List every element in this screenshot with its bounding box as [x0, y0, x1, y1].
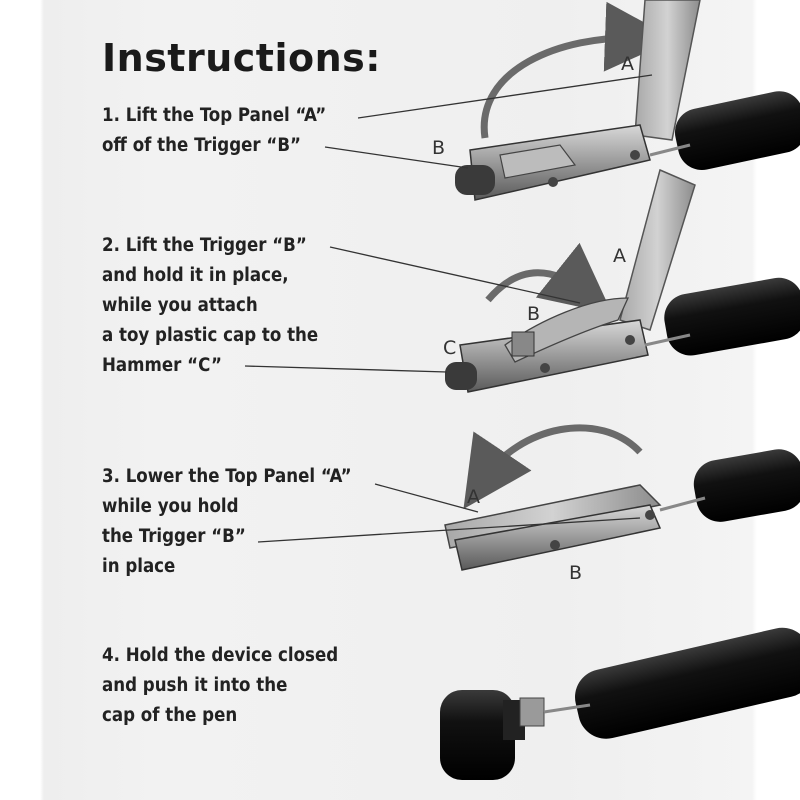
lift-arrow — [485, 242, 613, 314]
label-a: A — [621, 53, 634, 75]
step-2-line: a toy plastic cap to the — [102, 325, 319, 346]
label-a: A — [613, 245, 626, 267]
clip-device — [445, 297, 691, 393]
leader-line — [329, 246, 581, 304]
step-4-line: 4. Hold the device closed — [102, 645, 339, 666]
trigger-b — [504, 297, 630, 363]
step-2-illustration: A B C — [244, 168, 800, 393]
step-4-illustration — [440, 627, 800, 780]
pen-body — [575, 627, 800, 739]
pen-cap — [440, 690, 545, 780]
clip-device — [455, 124, 691, 201]
leader-line — [324, 146, 469, 169]
label-c: C — [443, 337, 456, 359]
step-1-illustration: A B — [324, 0, 800, 201]
step-4-line: and push it into the — [102, 675, 288, 696]
leader-line — [244, 365, 448, 373]
step-1-text: 1. Lift the Top Panel “A” off of the Tri… — [102, 101, 326, 161]
step-4-line: cap of the pen — [102, 705, 238, 726]
instructions-title: Instructions: — [102, 36, 381, 80]
lift-arrow — [480, 1, 675, 139]
leader-line — [374, 483, 479, 513]
step-1-line: 1. Lift the Top Panel “A” — [102, 105, 327, 126]
step-2-line: and hold it in place, — [102, 265, 289, 286]
step-1-line: off of the Trigger “B” — [102, 135, 301, 156]
clip-device — [444, 484, 706, 571]
step-3-text: 3. Lower the Top Panel “A” while you hol… — [102, 462, 352, 582]
step-2-line: while you attach — [102, 295, 258, 316]
top-panel-a — [634, 0, 701, 141]
step-2-line: 2. Lift the Trigger “B” — [102, 235, 307, 256]
step-3-illustration: A B — [257, 424, 800, 584]
leader-line — [357, 74, 653, 119]
top-panel-a — [619, 168, 696, 331]
step-4-text: 4. Hold the device closed and push it in… — [102, 641, 338, 731]
pen-body — [693, 449, 800, 522]
step-3-line: in place — [102, 556, 176, 577]
step-3-line: 3. Lower the Top Panel “A” — [102, 466, 352, 487]
label-b: B — [569, 562, 582, 584]
label-b: B — [527, 303, 540, 325]
step-3-line: while you hold — [102, 496, 239, 517]
pen-body — [664, 277, 800, 356]
step-2-line: Hammer “C” — [102, 355, 222, 376]
label-b: B — [432, 137, 445, 159]
step-3-line: the Trigger “B” — [102, 526, 246, 547]
step-2-text: 2. Lift the Trigger “B” and hold it in p… — [102, 231, 318, 381]
lower-arrow — [463, 424, 643, 510]
label-a: A — [467, 486, 480, 508]
pen-body — [674, 91, 800, 171]
clip-device — [543, 703, 591, 714]
leader-line — [257, 517, 641, 543]
